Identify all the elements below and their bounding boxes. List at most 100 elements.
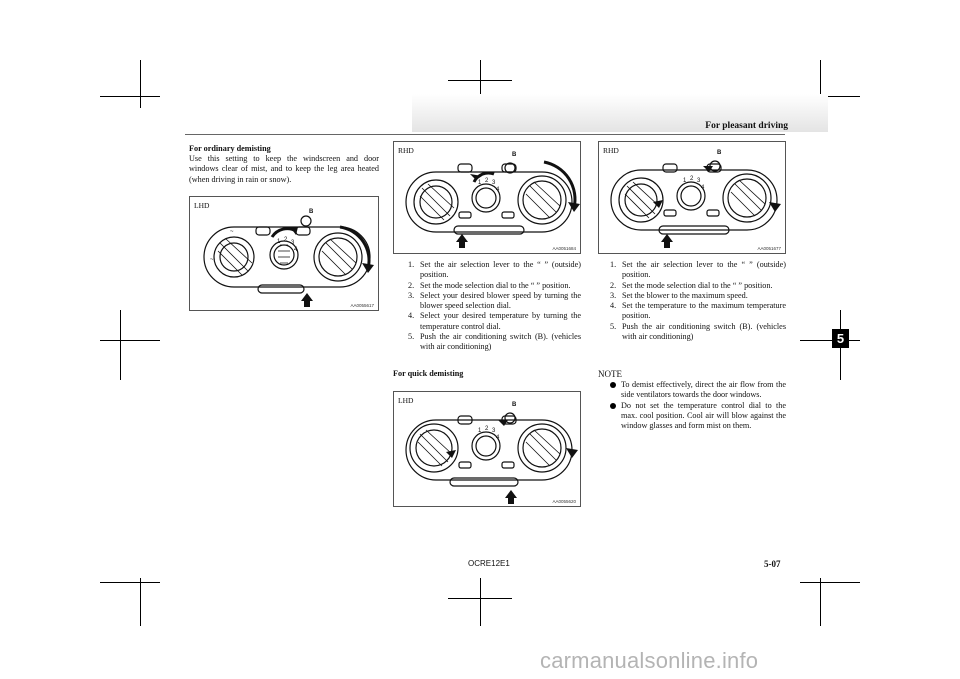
svg-text:4: 4 [294, 247, 298, 253]
trim-mark [820, 60, 821, 108]
ordinary-demisting-steps: 1. Set the air selection lever to the “ ”… [408, 260, 581, 353]
trim-mark [820, 578, 821, 626]
step-number: 1. [408, 260, 415, 269]
step-text: Set the air selection lever to the “ ” (… [420, 260, 581, 280]
switch-b-label: B [512, 152, 517, 158]
step-item: 1. Set the air selection lever to the “ ”… [610, 260, 786, 281]
trim-mark [448, 80, 512, 81]
svg-text:1: 1 [478, 180, 482, 186]
note-text: Do not set the temperature control dial … [621, 400, 786, 431]
step-item: 5.Push the air conditioning switch (B). … [610, 322, 786, 343]
ordinary-demisting-paragraph: Use this setting to keep the windscreen … [189, 154, 379, 184]
svg-text:4: 4 [701, 185, 705, 191]
switch-b-label: B [717, 150, 722, 156]
figure-label: LHD [194, 201, 210, 210]
header-title: For pleasant driving [705, 121, 788, 131]
switch-b-label: B [512, 402, 517, 408]
bullet-icon [610, 382, 616, 388]
step-text: Set the temperature to the maximum tempe… [622, 301, 786, 321]
trim-mark [140, 578, 141, 626]
svg-text:3: 3 [291, 240, 295, 246]
step-number: 5. [408, 332, 415, 342]
trim-mark [140, 60, 141, 108]
chapter-tab: 5 [832, 329, 849, 348]
step-item: 4. Select your desired temperature by tur… [408, 311, 581, 332]
figure-code: AA0051677 [757, 246, 781, 251]
note-block: To demist effectively, direct the air fl… [608, 380, 786, 431]
svg-text:2: 2 [485, 178, 489, 184]
step-number: 2. [610, 280, 617, 290]
step-number: 1. [610, 260, 617, 269]
trim-mark [800, 340, 860, 341]
step-item: 2.Set the mode selection dial to the “ ”… [408, 281, 581, 291]
trim-mark [480, 578, 481, 626]
note-item: To demist effectively, direct the air fl… [608, 380, 786, 401]
header-band [412, 94, 828, 132]
svg-text:3: 3 [492, 428, 496, 434]
svg-text:3: 3 [492, 180, 496, 186]
step-text: Set the blower to the maximum speed. [622, 290, 748, 300]
step-text: Set the mode selection dial to the “ ” p… [622, 280, 773, 290]
note-text: To demist effectively, direct the air fl… [621, 380, 786, 400]
heading-quick-demisting: For quick demisting [393, 369, 464, 378]
step-item: 1. Set the air selection lever to the “ ”… [408, 260, 581, 281]
svg-text:1: 1 [683, 178, 687, 184]
document-code: OCRE12E1 [468, 559, 510, 568]
figure-label: LHD [398, 396, 414, 405]
svg-text:4: 4 [496, 187, 500, 193]
step-number: 3. [610, 290, 617, 300]
trim-mark [448, 598, 512, 599]
switch-b-label: B [309, 209, 314, 215]
step-text: Set the air selection lever to the “ ” (… [622, 260, 786, 280]
step-text: Push the air conditioning switch (B). (v… [622, 321, 786, 342]
svg-text:1: 1 [478, 428, 482, 434]
step-item: 5. Push the air conditioning switch (B). … [408, 332, 581, 353]
page-number: 5-07 [764, 559, 781, 569]
step-text: Set the mode selection dial to the “ ” p… [420, 280, 571, 290]
step-number: 3. [408, 290, 415, 300]
step-number: 4. [408, 311, 415, 321]
svg-text:4: 4 [496, 435, 500, 441]
header-rule [185, 134, 785, 135]
step-text: Select your desired blower speed by turn… [420, 290, 581, 311]
trim-mark [100, 96, 160, 97]
figure-label: RHD [603, 146, 619, 155]
watermark: carmanualsonline.info [540, 648, 759, 673]
step-text: Push the air conditioning switch (B). (v… [420, 332, 581, 352]
svg-text:2: 2 [284, 237, 288, 243]
step-number: 4. [610, 301, 617, 311]
heading-ordinary-demisting: For ordinary demisting [189, 144, 271, 153]
step-item: 3. Select your desired blower speed by tu… [408, 291, 581, 312]
note-item: Do not set the temperature control dial … [608, 401, 786, 432]
trim-mark [120, 310, 121, 380]
step-item: 2. Set the mode selection dial to the “ ”… [610, 281, 786, 291]
note-title: NOTE [598, 369, 622, 379]
figure-label: RHD [398, 146, 414, 155]
step-text: Select your desired temperature by turni… [420, 311, 581, 331]
bullet-icon [610, 402, 616, 409]
step-item: 3. Set the blower to the maximum speed. [610, 291, 786, 301]
trim-mark [800, 96, 860, 97]
svg-text:2: 2 [485, 426, 489, 432]
trim-mark [800, 582, 860, 583]
trim-mark [100, 340, 160, 341]
figure-code: AA0051684 [552, 246, 576, 251]
svg-text:~: ~ [210, 257, 214, 263]
quick-demisting-steps: 1. Set the air selection lever to the “ ”… [610, 260, 786, 342]
svg-text:3: 3 [697, 178, 701, 184]
svg-text:~: ~ [230, 229, 234, 235]
figure-code: AA0055617 [350, 303, 374, 308]
svg-text:2: 2 [690, 176, 694, 182]
step-item: 4. Set the temperature to the maximum tem… [610, 301, 786, 322]
svg-text:1: 1 [277, 239, 281, 245]
trim-mark [480, 60, 481, 108]
trim-mark [100, 582, 160, 583]
